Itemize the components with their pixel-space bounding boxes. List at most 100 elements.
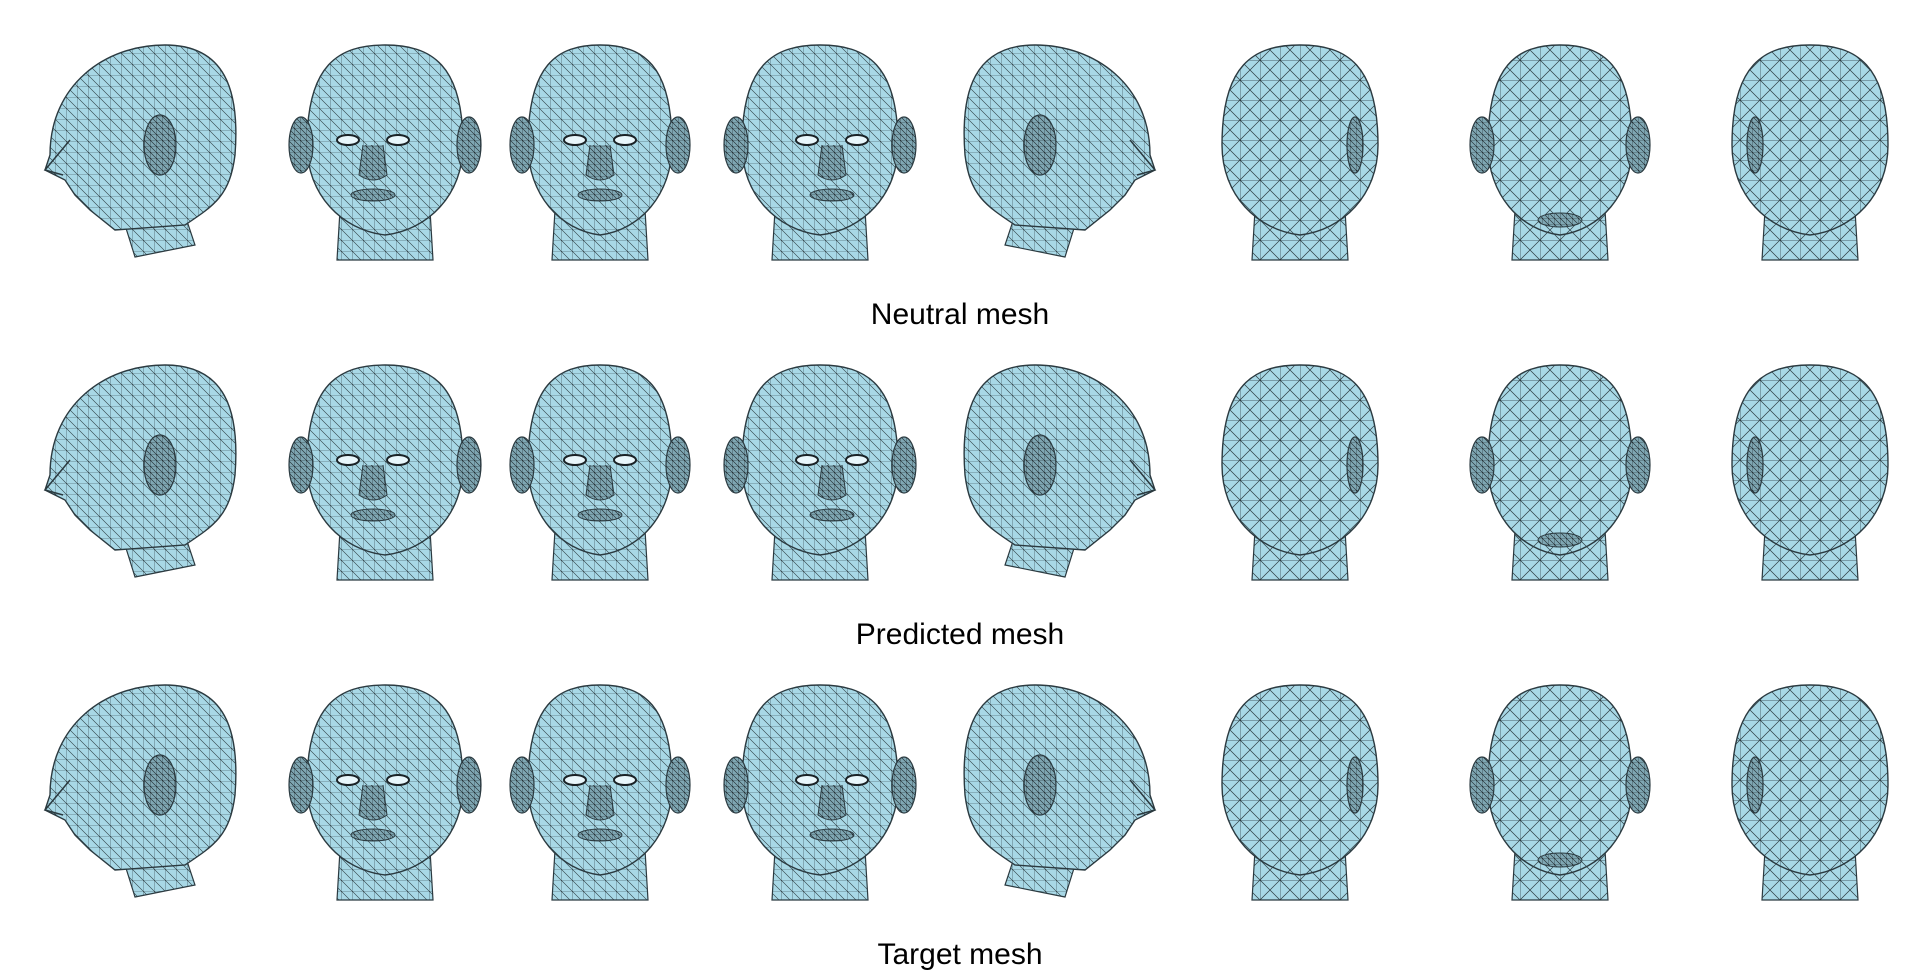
head-views-neutral — [43, 44, 1889, 261]
nose-mesh — [817, 464, 847, 501]
back-three-quarter-right-head-view — [1221, 44, 1379, 261]
front-head-view — [509, 684, 691, 901]
skull-mesh — [44, 44, 237, 231]
right-profile-head-view — [963, 44, 1157, 258]
back-three-quarter-right-head-view — [1221, 684, 1379, 901]
ear-mesh — [288, 436, 314, 494]
mouth-mesh — [577, 508, 623, 522]
ear-mesh — [723, 436, 749, 494]
ear-mesh — [456, 756, 482, 814]
head-views-predicted — [43, 364, 1889, 581]
nose-mesh — [817, 784, 847, 821]
nose-mesh — [585, 144, 615, 181]
right-profile-head-view — [963, 364, 1157, 578]
mouth-mesh — [809, 188, 855, 202]
skull-mesh — [527, 44, 673, 236]
ear-mesh — [143, 434, 177, 496]
mouth-mesh — [577, 188, 623, 202]
ear-mesh — [1023, 114, 1057, 176]
skull-mesh — [963, 44, 1156, 231]
skull-mesh — [306, 364, 464, 556]
skull-mesh — [1487, 684, 1633, 876]
skull-mesh — [1221, 44, 1379, 236]
skull-mesh — [1221, 364, 1379, 556]
mouth-interior-mesh — [1537, 532, 1583, 548]
ear-mesh — [1346, 436, 1364, 494]
mouth-mesh — [809, 828, 855, 842]
ear-mesh — [1625, 756, 1651, 814]
ear-mesh — [891, 116, 917, 174]
eye-mesh — [613, 774, 637, 786]
ear-mesh — [509, 116, 535, 174]
eye-mesh — [336, 454, 360, 466]
nose-mesh — [1129, 779, 1157, 816]
eye-mesh — [336, 774, 360, 786]
eye-mesh — [563, 134, 587, 146]
caption-predicted-mesh: Predicted mesh — [855, 618, 1065, 651]
ear-mesh — [1346, 756, 1364, 814]
skull-mesh — [306, 684, 464, 876]
ear-mesh — [1625, 116, 1651, 174]
mouth-mesh — [350, 508, 396, 522]
eye-mesh — [563, 774, 587, 786]
mouth-interior-mesh — [1537, 212, 1583, 228]
eye-mesh — [563, 454, 587, 466]
skull-mesh — [1487, 364, 1633, 556]
skull-mesh — [741, 44, 899, 236]
caption-neutral-mesh: Neutral mesh — [870, 298, 1050, 331]
eye-mesh — [795, 774, 819, 786]
ear-mesh — [509, 436, 535, 494]
eye-mesh — [845, 134, 869, 146]
eye-mesh — [795, 454, 819, 466]
ear-mesh — [665, 756, 691, 814]
nose-mesh — [43, 459, 71, 496]
skull-mesh — [44, 684, 237, 871]
ear-mesh — [1346, 116, 1364, 174]
eye-mesh — [386, 774, 410, 786]
nose-mesh — [817, 144, 847, 181]
ear-mesh — [723, 116, 749, 174]
eye-mesh — [336, 134, 360, 146]
nose-mesh — [43, 139, 71, 176]
row-predicted-mesh: Predicted mesh — [0, 340, 1920, 660]
skull-mesh — [527, 684, 673, 876]
ear-mesh — [665, 116, 691, 174]
ear-mesh — [288, 756, 314, 814]
caption-target-mesh: Target mesh — [877, 938, 1043, 971]
ear-mesh — [891, 436, 917, 494]
front-head-view — [509, 364, 691, 581]
skull-mesh — [1731, 364, 1889, 556]
back-three-quarter-left-head-view — [1731, 684, 1889, 901]
skull-mesh — [741, 364, 899, 556]
nose-mesh — [43, 779, 71, 816]
left-profile-head-view — [43, 364, 237, 578]
eye-mesh — [795, 134, 819, 146]
row-neutral-mesh: Neutral mesh — [0, 20, 1920, 340]
skull-mesh — [306, 44, 464, 236]
three-quarter-right-head-view — [723, 364, 917, 581]
mouth-mesh — [350, 828, 396, 842]
mouth-mesh — [350, 188, 396, 202]
left-profile-head-view — [43, 684, 237, 898]
skull-mesh — [44, 364, 237, 551]
ear-mesh — [665, 436, 691, 494]
mouth-mesh — [577, 828, 623, 842]
eye-mesh — [845, 774, 869, 786]
ear-mesh — [1746, 436, 1764, 494]
back-three-quarter-left-head-view — [1731, 364, 1889, 581]
ear-mesh — [1023, 754, 1057, 816]
eye-mesh — [386, 454, 410, 466]
eye-mesh — [386, 134, 410, 146]
skull-mesh — [1731, 44, 1889, 236]
ear-mesh — [1469, 436, 1495, 494]
head-views-target — [43, 684, 1889, 901]
skull-mesh — [1487, 44, 1633, 236]
front-head-view — [509, 44, 691, 261]
ear-mesh — [723, 756, 749, 814]
three-quarter-right-head-view — [723, 684, 917, 901]
skull-mesh — [1731, 684, 1889, 876]
ear-mesh — [509, 756, 535, 814]
nose-mesh — [585, 464, 615, 501]
ear-mesh — [456, 116, 482, 174]
mouth-mesh — [809, 508, 855, 522]
